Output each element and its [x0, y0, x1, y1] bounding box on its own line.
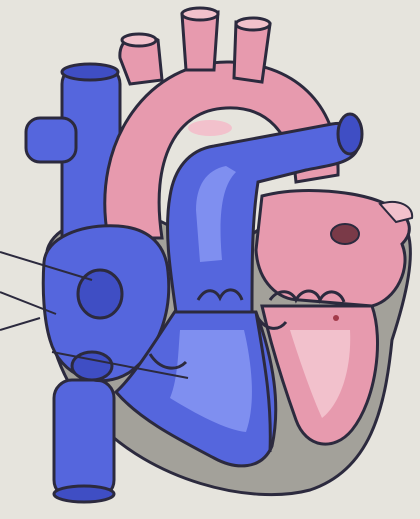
brachiocephalic-opening: [122, 34, 156, 46]
papillary-point: [333, 315, 339, 321]
subclavian-opening: [236, 18, 270, 30]
svc-branch: [26, 118, 76, 162]
aorta-inner-lumen: [188, 120, 232, 136]
pulmonary-vein-opening: [331, 224, 359, 244]
carotid-opening: [182, 8, 218, 20]
svc-opening: [62, 64, 118, 80]
left-pulmonary-artery-end: [338, 114, 362, 154]
inferior-vena-cava: [54, 380, 114, 498]
ivc-opening: [54, 486, 114, 502]
